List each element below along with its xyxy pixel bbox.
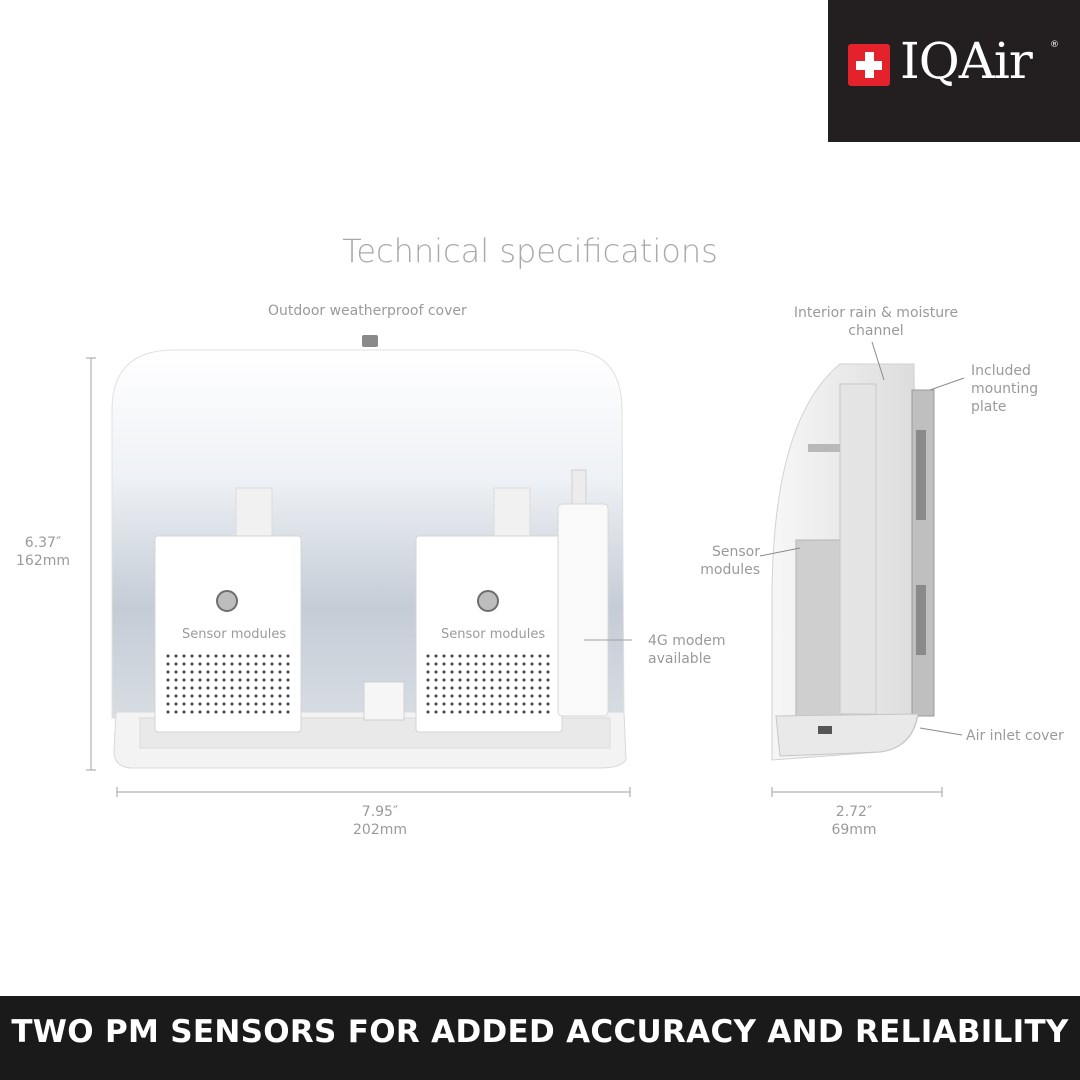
device-illustration [86,335,965,797]
banner-headline: TWO PM SENSORS FOR ADDED ACCURACY AND RE… [11,1014,1069,1050]
sensor-right-vent-grille [424,652,552,718]
air-inlet-label: Air inlet cover [966,728,1064,744]
depth-mm: 69mm [831,822,877,838]
sensor-module-right-tab [493,487,531,537]
sensor-left-label: Sensor modules [182,627,287,642]
brand-logo-text: IQAir [900,32,1033,90]
center-connector [363,681,405,721]
cover-top-pin [362,335,378,347]
mounting-plate-label: Included mounting plate [971,363,1039,415]
depth-inches: 2.72″ [835,804,873,820]
cover-label: Outdoor weatherproof cover [268,303,467,319]
modem-label: 4G modem available [648,633,726,667]
sensor-module-left-tab [235,487,273,537]
width-mm: 202mm [353,822,407,838]
sensor-right-lens-icon [477,590,499,612]
air-inlet-cover-shape [775,713,919,757]
swiss-cross-icon [848,44,890,86]
height-inches: 6.37″ [24,535,62,551]
side-sensor-label: Sensor modules [700,544,760,578]
height-mm: 162mm [16,553,70,569]
modem-antenna [571,469,587,507]
modem-card-shape [557,503,609,717]
page-title: Technical specifications [342,232,718,270]
sensor-right-label: Sensor modules [441,627,546,642]
sensor-left-lens-icon [216,590,238,612]
width-inches: 7.95″ [361,804,399,820]
side-view-sensor-block [795,539,845,719]
rain-channel-label: Interior rain & moisture channel [793,305,959,339]
registered-mark: ® [1050,40,1059,50]
sensor-left-vent-grille [164,652,292,718]
bottom-banner [0,996,1080,1080]
